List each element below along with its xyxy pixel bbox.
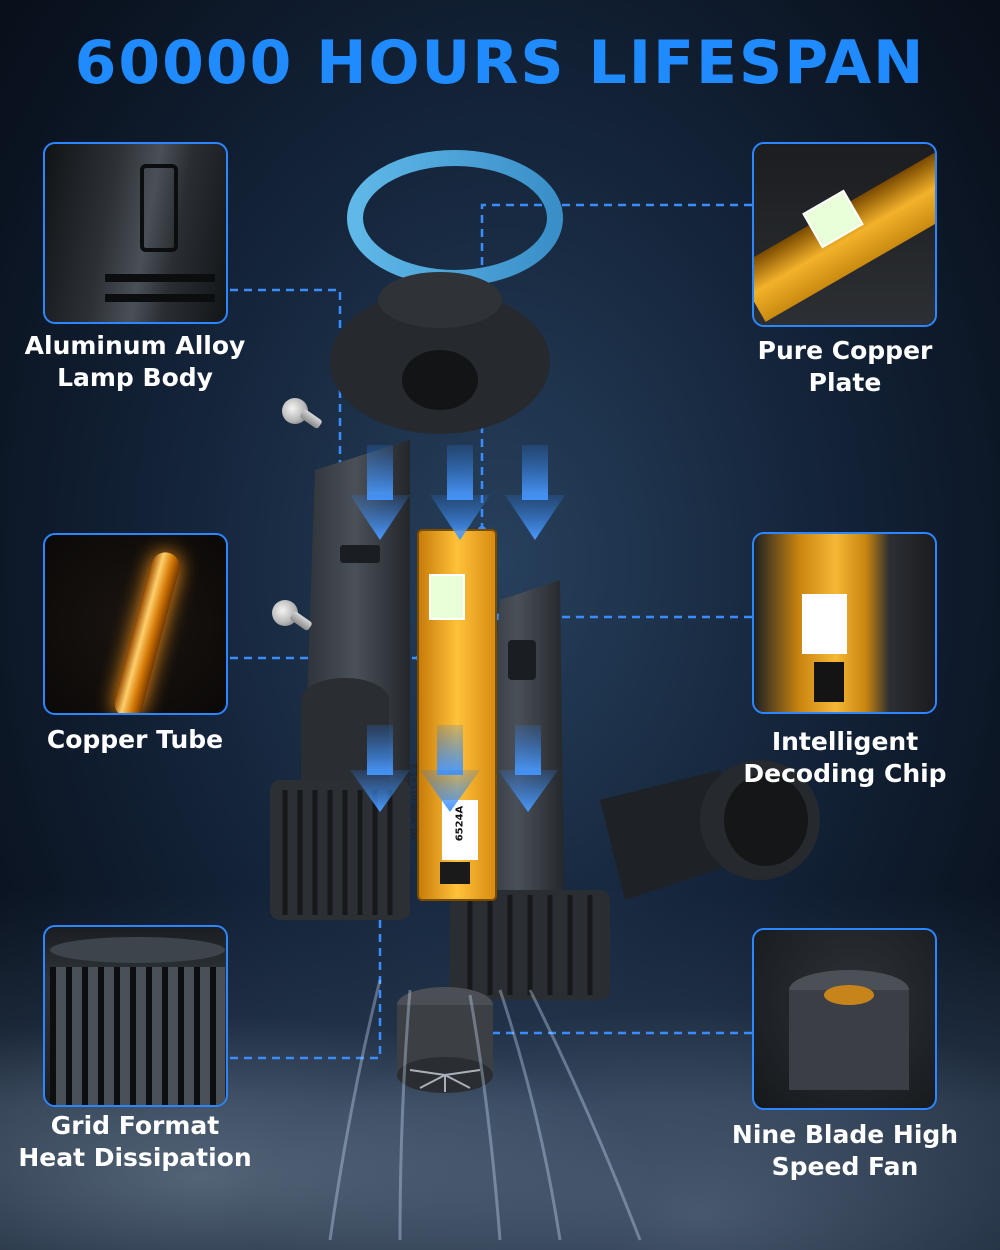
bottom-fan <box>397 987 493 1093</box>
label-copper-tube: Copper Tube <box>46 725 224 754</box>
arrow-down-3 <box>505 445 565 540</box>
connector-aluminum-body <box>230 288 342 505</box>
pcb-model-text: 6524A <box>454 805 466 842</box>
pcb-code-text: W1-9006-H11-V1.2 <box>410 764 419 840</box>
heatsink-photo <box>43 925 228 1107</box>
decoding-chip-photo <box>752 532 937 714</box>
arrow-down-6 <box>498 725 558 812</box>
label-copper-plate: Pure Copper Plate <box>757 336 933 397</box>
label-aluminum-body: Aluminum Alloy Lamp Body <box>24 331 246 392</box>
arrow-down-2 <box>430 445 490 540</box>
screw-top <box>282 398 308 424</box>
label-heat-dissipation: Grid Format Heat Dissipation <box>18 1111 252 1172</box>
right-heatsink <box>450 890 610 1000</box>
screw-middle <box>272 600 298 626</box>
arrow-down-4 <box>350 725 410 812</box>
connector-copper-plate <box>480 203 752 530</box>
label-decoding-chip: Intelligent Decoding Chip <box>743 727 947 788</box>
label-fan: Nine Blade High Speed Fan <box>731 1120 959 1181</box>
page-title: 60000 HOURS LIFESPAN <box>74 28 926 98</box>
aluminum-body-photo <box>43 142 228 324</box>
fan-photo <box>752 928 937 1110</box>
left-heatsink <box>270 678 410 920</box>
copper-plate-photo <box>752 142 937 327</box>
arrow-down-1 <box>350 445 410 540</box>
plug-connector <box>600 760 820 900</box>
o-ring <box>347 150 563 286</box>
led-chip <box>429 574 465 620</box>
arrow-down-5 <box>420 725 480 812</box>
copper-tube-photo <box>43 533 228 715</box>
